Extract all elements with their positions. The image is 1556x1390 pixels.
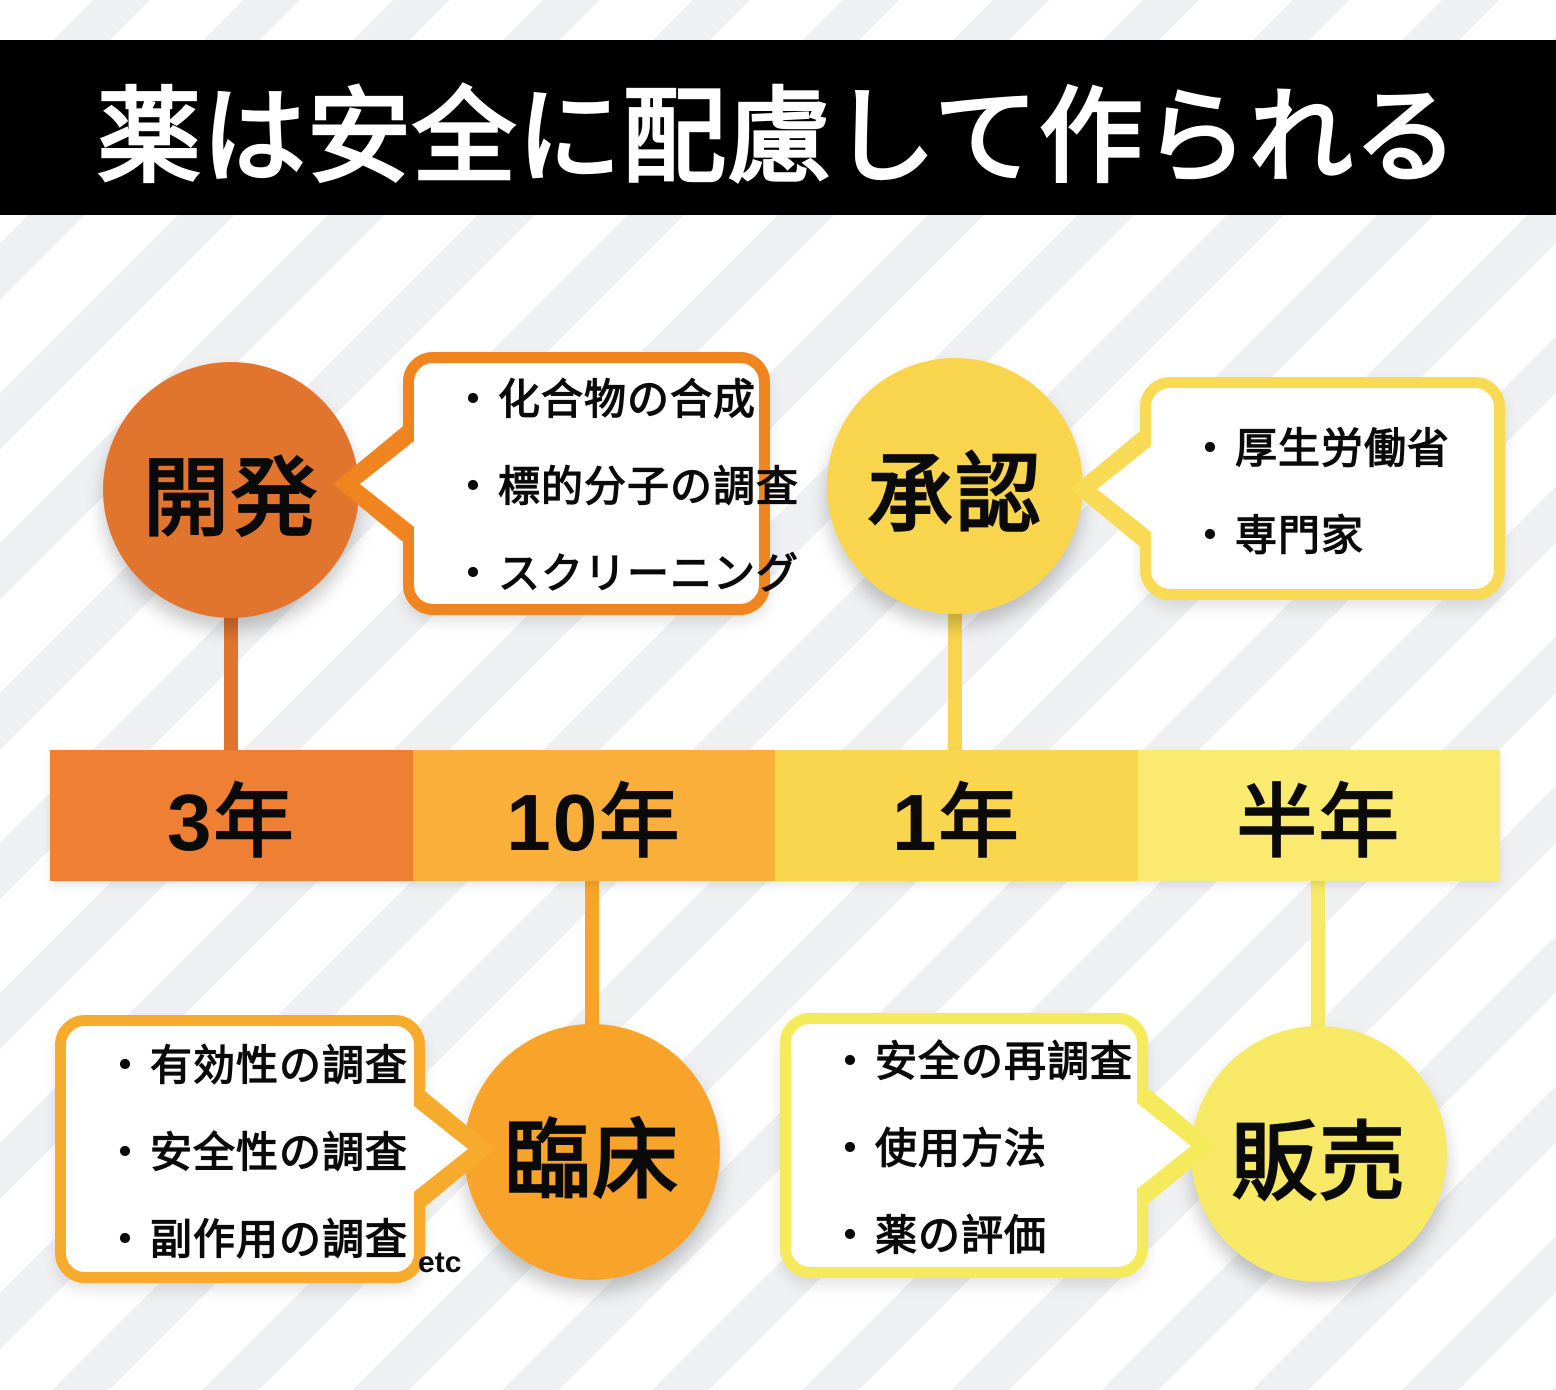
bubble-item-text: 厚生労働省 [1235, 424, 1451, 472]
title-banner: 薬は安全に配慮して作られる [0, 40, 1556, 215]
list-item: ・ 使用方法 [829, 1115, 1117, 1176]
bubble-item-text: 化合物の合成 [498, 376, 757, 423]
timeline-segment-sales: 半年 [1137, 750, 1500, 881]
bullet-icon: ・ [1189, 511, 1232, 559]
stage-label-development: 開発 [143, 450, 319, 547]
bullet-icon: ・ [452, 376, 495, 423]
stage-label-approval: 承認 [867, 446, 1043, 543]
bullet-icon: ・ [829, 1125, 872, 1172]
bubble-item-text: 副作用の調査 [150, 1215, 409, 1263]
list-item: ・ 安全性の調査 [104, 1119, 407, 1180]
bubble-item-text: 有効性の調査 [150, 1041, 409, 1089]
bullet-icon: ・ [1189, 424, 1232, 472]
connector-approval [948, 600, 962, 752]
list-item: ・ 厚生労働省 [1189, 415, 1474, 476]
list-item: ・ 有効性の調査 [104, 1032, 407, 1093]
bullet-icon: ・ [104, 1041, 147, 1089]
stage-circle-clinical: 臨床 [464, 1024, 720, 1280]
bubble-approval: ・ 厚生労働省 ・ 専門家 [1070, 377, 1505, 600]
bubble-item-text: スクリーニング [498, 550, 800, 597]
list-item: ・ 副作用の調査 etc [104, 1206, 461, 1279]
bubble-development: ・ 化合物の合成 ・ 標的分子の調査 ・ スクリーニング [333, 352, 798, 615]
bubble-item-text: 専門家 [1235, 511, 1365, 559]
list-item: ・ 標的分子の調査 [452, 453, 798, 514]
bubble-clinical: ・ 有効性の調査 ・ 安全性の調査 ・ 副作用の調査 etc [55, 1015, 495, 1283]
bullet-icon: ・ [104, 1215, 147, 1263]
bullet-icon: ・ [104, 1128, 147, 1176]
timeline-segment-development: 3年 [50, 750, 413, 881]
duration-approval: 1年 [892, 777, 1021, 867]
connector-sales [1311, 879, 1325, 1034]
list-item: ・ 薬の評価 [829, 1202, 1117, 1263]
list-item: ・ 専門家 [1189, 502, 1474, 563]
bullet-icon: ・ [452, 463, 495, 510]
timeline-bar: 3年 10年 1年 半年 [50, 750, 1500, 881]
bubble-pointer-icon [1097, 442, 1155, 535]
list-item: ・ スクリーニング [452, 540, 798, 601]
bullet-icon: ・ [452, 550, 495, 597]
stage-circle-approval: 承認 [827, 358, 1083, 614]
stage-label-clinical: 臨床 [504, 1112, 680, 1209]
timeline-segment-clinical: 10年 [412, 750, 775, 881]
list-item: ・ 化合物の合成 [452, 366, 755, 427]
list-item: ・ 安全の再調査 [829, 1028, 1132, 1089]
bubble-item-text: 標的分子の調査 [498, 463, 800, 510]
bubble-item-text: 薬の評価 [875, 1212, 1048, 1259]
bubble-item-text: 安全性の調査 [150, 1128, 409, 1176]
bullet-icon: ・ [829, 1038, 872, 1085]
connector-development [224, 605, 238, 752]
stage-label-sales: 販売 [1231, 1114, 1407, 1211]
timeline-segment-approval: 1年 [775, 750, 1138, 881]
duration-clinical: 10年 [506, 777, 682, 867]
etc-note: etc [418, 1245, 462, 1279]
page-title: 薬は安全に配慮して作られる [97, 80, 1459, 196]
bullet-icon: ・ [829, 1212, 872, 1259]
bubble-item-text: 安全の再調査 [875, 1038, 1134, 1085]
bubble-pointer-icon [410, 1103, 468, 1195]
connector-clinical [585, 879, 599, 1031]
stage-circle-sales: 販売 [1191, 1026, 1447, 1282]
stage-circle-development: 開発 [103, 362, 359, 618]
duration-sales: 半年 [1236, 777, 1401, 867]
bubble-pointer-icon [1133, 1099, 1191, 1192]
duration-development: 3年 [167, 777, 296, 867]
bubble-item-text: 使用方法 [875, 1125, 1048, 1172]
bubble-pointer-icon [360, 437, 418, 530]
bubble-sales: ・ 安全の再調査 ・ 使用方法 ・ 薬の評価 [780, 1013, 1218, 1278]
